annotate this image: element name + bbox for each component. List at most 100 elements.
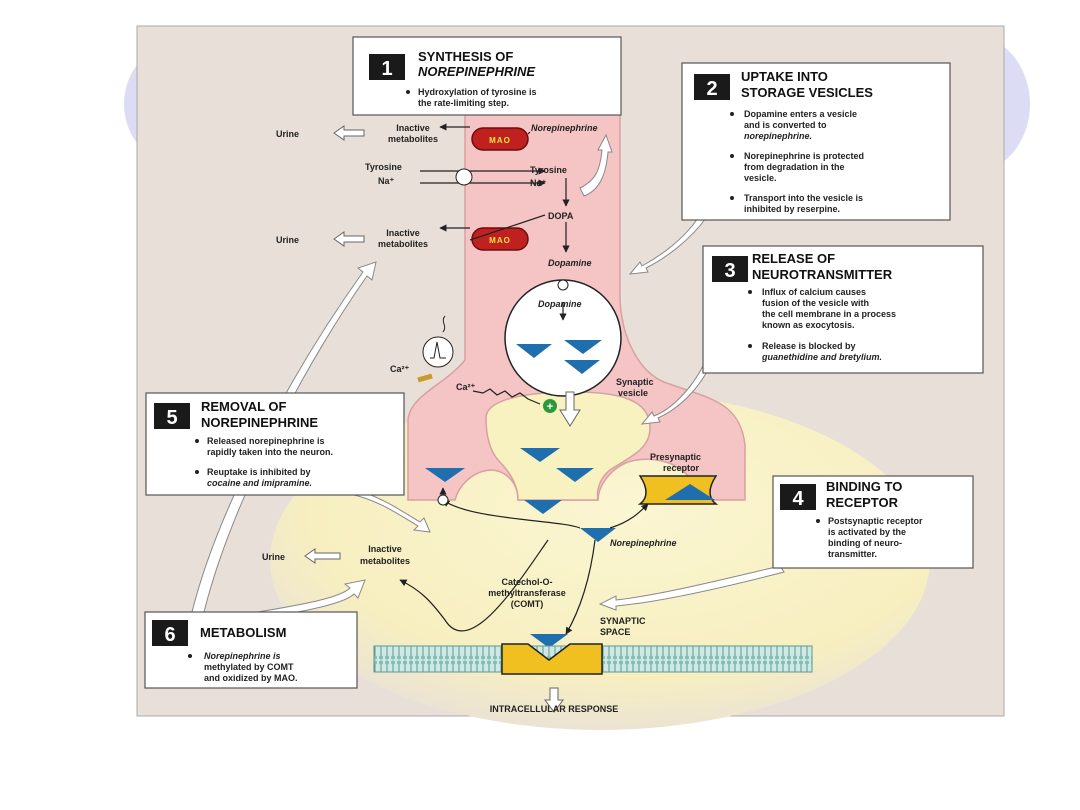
action-potential-icon <box>422 336 454 368</box>
step-6-bullet-line: methylated by COMT <box>204 662 294 672</box>
step-5-bullet-line: rapidly taken into the neuron. <box>207 447 333 457</box>
dopamine-label-axon: Dopamine <box>548 258 592 268</box>
step-title-3b: NEUROTRANSMITTER <box>752 267 893 282</box>
step-4-bullet-line: Postsynaptic receptor <box>828 516 923 526</box>
stimulus-icon <box>442 315 446 333</box>
synaptic-vesicle-label-2: vesicle <box>618 388 648 398</box>
urine-arrow-top <box>333 125 365 141</box>
metabolites-label-mid: metabolites <box>378 239 428 249</box>
tyrosine-label-right: Tyrosine <box>530 165 567 175</box>
postsynaptic-receptor <box>501 643 603 675</box>
norepinephrine-label-top: Norepinephrine <box>531 123 598 133</box>
neurotransmitter-molecule <box>425 468 465 482</box>
removal-callout-arrow <box>349 487 431 533</box>
step-4-bullet-line: transmitter. <box>828 549 877 559</box>
step-box-6: 6 METABOLISM Norepinephrine is methylate… <box>144 611 358 689</box>
urine-arrow-bottom <box>304 548 341 564</box>
norepinephrine-label-cleft: Norepinephrine <box>610 538 677 548</box>
calcium-channel <box>417 373 433 383</box>
sodium-label-left: Na⁺ <box>378 176 395 186</box>
neurotransmitter-molecule <box>556 468 594 482</box>
step-title-2a: UPTAKE INTO <box>741 69 828 84</box>
step-title-1a: SYNTHESIS OF <box>418 49 513 64</box>
urine-label-mid: Urine <box>276 235 299 245</box>
step-1-bullet-line: Hydroxylation of tyrosine is <box>418 87 537 97</box>
step-3-bullet-line: Release is blocked by <box>762 341 856 351</box>
step-number-4: 4 <box>792 488 804 510</box>
step-title-1b: NOREPINEPHRINE <box>418 64 535 79</box>
sodium-label-right: Na⁺ <box>530 178 547 188</box>
mao-enzyme-top: MAO <box>471 127 529 151</box>
step-3-bullet-line: guanethidine and bretylium. <box>761 352 882 362</box>
step-number-1: 1 <box>381 58 392 80</box>
step-5-bullet-line: Reuptake is inhibited by <box>207 467 311 477</box>
step-number-3: 3 <box>724 260 735 282</box>
step-3-bullet-line: the cell membrane in a process <box>762 309 896 319</box>
calcium-label-inside: Ca²⁺ <box>456 382 476 392</box>
step-box-2: 2 UPTAKE INTO STORAGE VESICLES Dopamine … <box>681 62 951 221</box>
calcium-plus-icon <box>543 399 557 413</box>
synaptic-vesicle <box>504 279 622 397</box>
neurotransmitter-molecule <box>530 634 568 648</box>
step-number-2: 2 <box>706 78 717 100</box>
step-2-bullet-line: Norepinephrine is protected <box>744 151 864 161</box>
urine-label-top: Urine <box>276 129 299 139</box>
step-6-bullet-line: and oxidized by MAO. <box>204 673 298 683</box>
step-title-5a: REMOVAL OF <box>201 399 287 414</box>
inactive-label-top: Inactive <box>396 123 430 133</box>
inactive-label-bottom: Inactive <box>368 544 402 554</box>
neurotransmitter-molecule <box>580 528 616 542</box>
vesicle-callout-arrow <box>628 214 707 275</box>
step-title-3a: RELEASE OF <box>752 251 835 266</box>
intracellular-response-label: INTRACELLULAR RESPONSE <box>490 704 619 714</box>
step-box-5: 5 REMOVAL OF NOREPINEPHRINE Released nor… <box>145 392 405 496</box>
step-4-bullet-line: binding of neuro- <box>828 538 902 548</box>
metabolites-label-top: metabolites <box>388 134 438 144</box>
svg-text:+: + <box>547 401 553 413</box>
step-2-bullet-line: inhibited by reserpine. <box>744 204 840 214</box>
comt-label-2: methyltransferase <box>488 588 566 598</box>
synaptic-space-label-1: SYNAPTIC <box>600 616 646 626</box>
urine-label-bottom: Urine <box>262 552 285 562</box>
step-3-bullet-line: fusion of the vesicle with <box>762 298 869 308</box>
step-title-4b: RECEPTOR <box>826 495 899 510</box>
step-2-bullet-line: from degradation in the <box>744 162 845 172</box>
inactive-label-mid: Inactive <box>386 228 420 238</box>
step-3-bullet-line: Influx of calcium causes <box>762 287 866 297</box>
dopamine-label-vesicle: Dopamine <box>538 299 582 309</box>
presynaptic-label-1: Presynaptic <box>650 452 701 462</box>
reuptake-transporter <box>437 494 449 506</box>
neurotransmitter-molecule <box>520 448 560 462</box>
intracellular-arrow <box>544 687 564 713</box>
presynaptic-label-2: receptor <box>663 463 700 473</box>
step-title-5b: NOREPINEPHRINE <box>201 415 318 430</box>
mao-enzyme-mid: MAO <box>471 227 529 251</box>
neurotransmitter-molecule <box>516 344 552 358</box>
step-6-bullet-line: Norepinephrine is <box>204 651 281 661</box>
metabolites-label-bottom: metabolites <box>360 556 410 566</box>
urine-arrow-mid <box>333 231 365 247</box>
step-5-bullet-line: cocaine and imipramine. <box>207 478 312 488</box>
comt-label-1: Catechol-O- <box>501 577 552 587</box>
pathway-arrows <box>399 123 649 635</box>
step-2-bullet-line: norepinephrine. <box>744 131 812 141</box>
synaptic-vesicle-label-1: Synaptic <box>616 377 654 387</box>
step-box-3: 3 RELEASE OF NEUROTRANSMITTER Influx of … <box>702 245 984 374</box>
step-5-bullet-line: Released norepinephrine is <box>207 436 325 446</box>
urine-arrows <box>304 125 564 713</box>
step-title-4a: BINDING TO <box>826 479 902 494</box>
step-4-bullet-line: is activated by the <box>828 527 906 537</box>
neurotransmitter-molecule <box>564 360 600 374</box>
neurotransmitter-molecule <box>564 340 602 354</box>
step-box-4: 4 BINDING TO RECEPTOR Postsynaptic recep… <box>772 475 974 569</box>
exocytosis-arrow <box>559 391 581 427</box>
step-2-bullet-line: Transport into the vesicle is <box>744 193 863 203</box>
vesicle-transporter <box>557 279 569 291</box>
step-2-bullet-line: and is converted to <box>744 120 827 130</box>
neurotransmitter-molecule <box>524 500 562 514</box>
dopa-label: DOPA <box>548 211 574 221</box>
uptake-arrow <box>579 133 613 197</box>
mao-label-top: MAO <box>489 136 511 145</box>
calcium-label-channel: Ca²⁺ <box>390 364 410 374</box>
